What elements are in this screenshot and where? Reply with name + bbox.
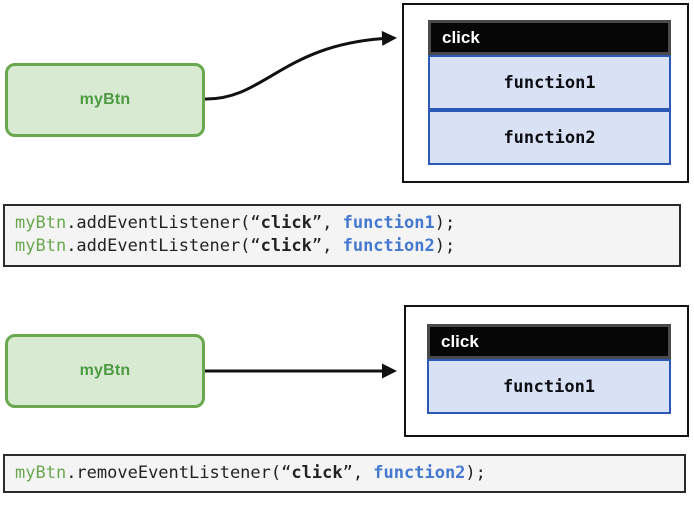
code-token-end: );	[434, 213, 456, 233]
code-token-comma: ,	[322, 236, 343, 256]
handler-label: function1	[503, 72, 596, 93]
code-token-comma: ,	[322, 213, 343, 233]
code-token-object: myBtn	[15, 463, 67, 483]
event-header-label: click	[442, 27, 480, 47]
event-box-before: click function1 function2	[402, 3, 689, 183]
event-stack-before: click function1 function2	[428, 20, 671, 165]
code-line: myBtn.addEventListener(“click”, function…	[15, 235, 669, 258]
code-token-end: );	[434, 236, 456, 256]
event-header-label: click	[441, 331, 479, 351]
event-stack-after: click function1	[427, 324, 671, 414]
code-token-call: .removeEventListener(	[66, 463, 282, 483]
code-token-handler: function1	[342, 213, 435, 233]
code-token-close-quote: ”	[311, 213, 323, 233]
event-box-after: click function1	[404, 305, 689, 437]
code-token-handler: function2	[342, 236, 435, 256]
code-token-event: click	[260, 236, 312, 256]
handler-row-function1: function1	[428, 55, 671, 110]
code-token-object: myBtn	[15, 213, 67, 233]
mybtn-shape-before: myBtn	[5, 63, 205, 137]
code-line: myBtn.addEventListener(“click”, function…	[15, 212, 669, 235]
code-token-open-quote: “	[281, 463, 292, 483]
handler-row-function2: function2	[428, 110, 671, 165]
code-token-event: click	[291, 463, 343, 483]
code-token-handler: function2	[373, 463, 466, 483]
handler-label: function2	[503, 127, 596, 148]
code-token-close-quote: ”	[342, 463, 353, 483]
code-token-call: .addEventListener(	[66, 236, 251, 256]
mybtn-shape-after: myBtn	[5, 334, 205, 408]
code-token-call: .addEventListener(	[66, 213, 251, 233]
code-line: myBtn.removeEventListener(“click”, funct…	[15, 462, 674, 485]
event-header-click: click	[427, 324, 671, 359]
handler-row-function1: function1	[427, 359, 671, 414]
code-token-open-quote: “	[250, 236, 261, 256]
code-token-open-quote: “	[250, 213, 261, 233]
code-token-close-quote: ”	[311, 236, 323, 256]
code-token-comma: ,	[352, 463, 374, 483]
code-block-remove: myBtn.removeEventListener(“click”, funct…	[3, 454, 686, 493]
mybtn-label: myBtn	[79, 362, 131, 379]
code-token-event: click	[260, 213, 312, 233]
code-block-add: myBtn.addEventListener(“click”, function…	[3, 204, 681, 267]
event-header-click: click	[428, 20, 671, 55]
code-token-object: myBtn	[15, 236, 67, 256]
code-token-end: );	[465, 463, 486, 483]
curved-arrow	[204, 30, 397, 101]
handler-label: function1	[502, 376, 596, 397]
mybtn-label: myBtn	[79, 91, 131, 108]
